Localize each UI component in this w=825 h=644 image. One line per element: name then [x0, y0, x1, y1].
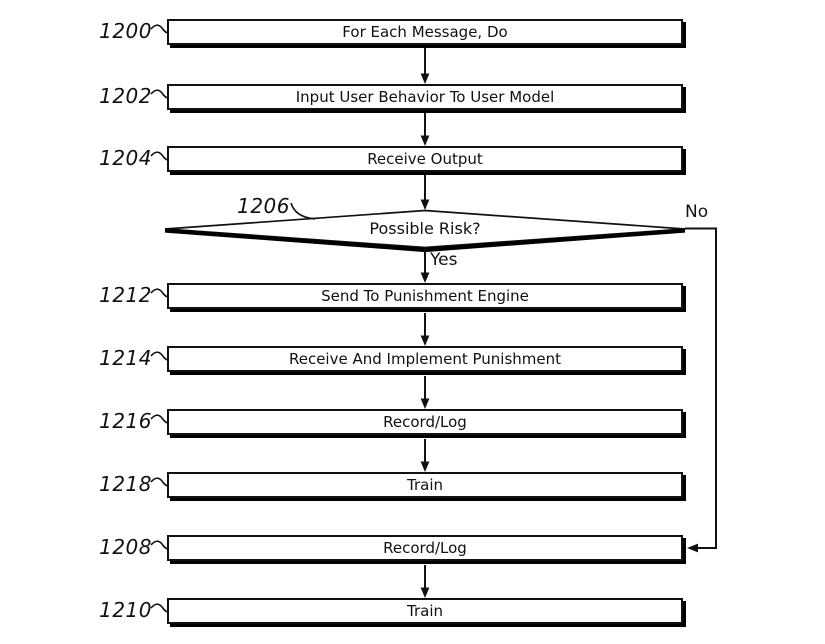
arrow-1216-1218 [420, 439, 430, 472]
step-box-1218: Train [167, 472, 683, 498]
ref-label-1216: 1216 [99, 409, 152, 433]
ref-label-1206: 1206 [237, 194, 290, 218]
step-box-1212: Send To Punishment Engine [167, 283, 683, 309]
step-box-1208: Record/Log [167, 535, 683, 561]
step-box-1216: Record/Log [167, 409, 683, 435]
ref-label-1204: 1204 [99, 146, 152, 170]
arrow-1212-1214 [420, 313, 430, 346]
arrow-1202-1204 [420, 113, 430, 146]
arrow-1206-1208-no [685, 227, 717, 553]
ref-label-1218: 1218 [99, 472, 152, 496]
arrow-1204-1206 [420, 175, 430, 210]
decision-label: Possible Risk? [369, 219, 481, 238]
ref-connectors [150, 24, 316, 613]
ref-label-1214: 1214 [99, 346, 152, 370]
branch-label-no: No [685, 202, 709, 222]
arrow-1200-1202 [420, 47, 430, 84]
ref-label-1210: 1210 [99, 598, 152, 622]
ref-label-1202: 1202 [99, 84, 152, 108]
arrow-1208-1210 [420, 565, 430, 598]
step-box-1204: Receive Output [167, 146, 683, 172]
ref-label-1200: 1200 [99, 19, 152, 43]
step-box-1214: Receive And Implement Punishment [167, 346, 683, 372]
ref-label-1208: 1208 [99, 535, 152, 559]
step-box-1200: For Each Message, Do [167, 19, 683, 45]
branch-label-yes: Yes [430, 250, 458, 270]
step-box-1210: Train [167, 598, 683, 624]
arrow-1214-1216 [420, 376, 430, 409]
arrow-1206-1212-yes [420, 250, 430, 283]
step-box-1202: Input User Behavior To User Model [167, 84, 683, 110]
ref-label-1212: 1212 [99, 283, 152, 307]
